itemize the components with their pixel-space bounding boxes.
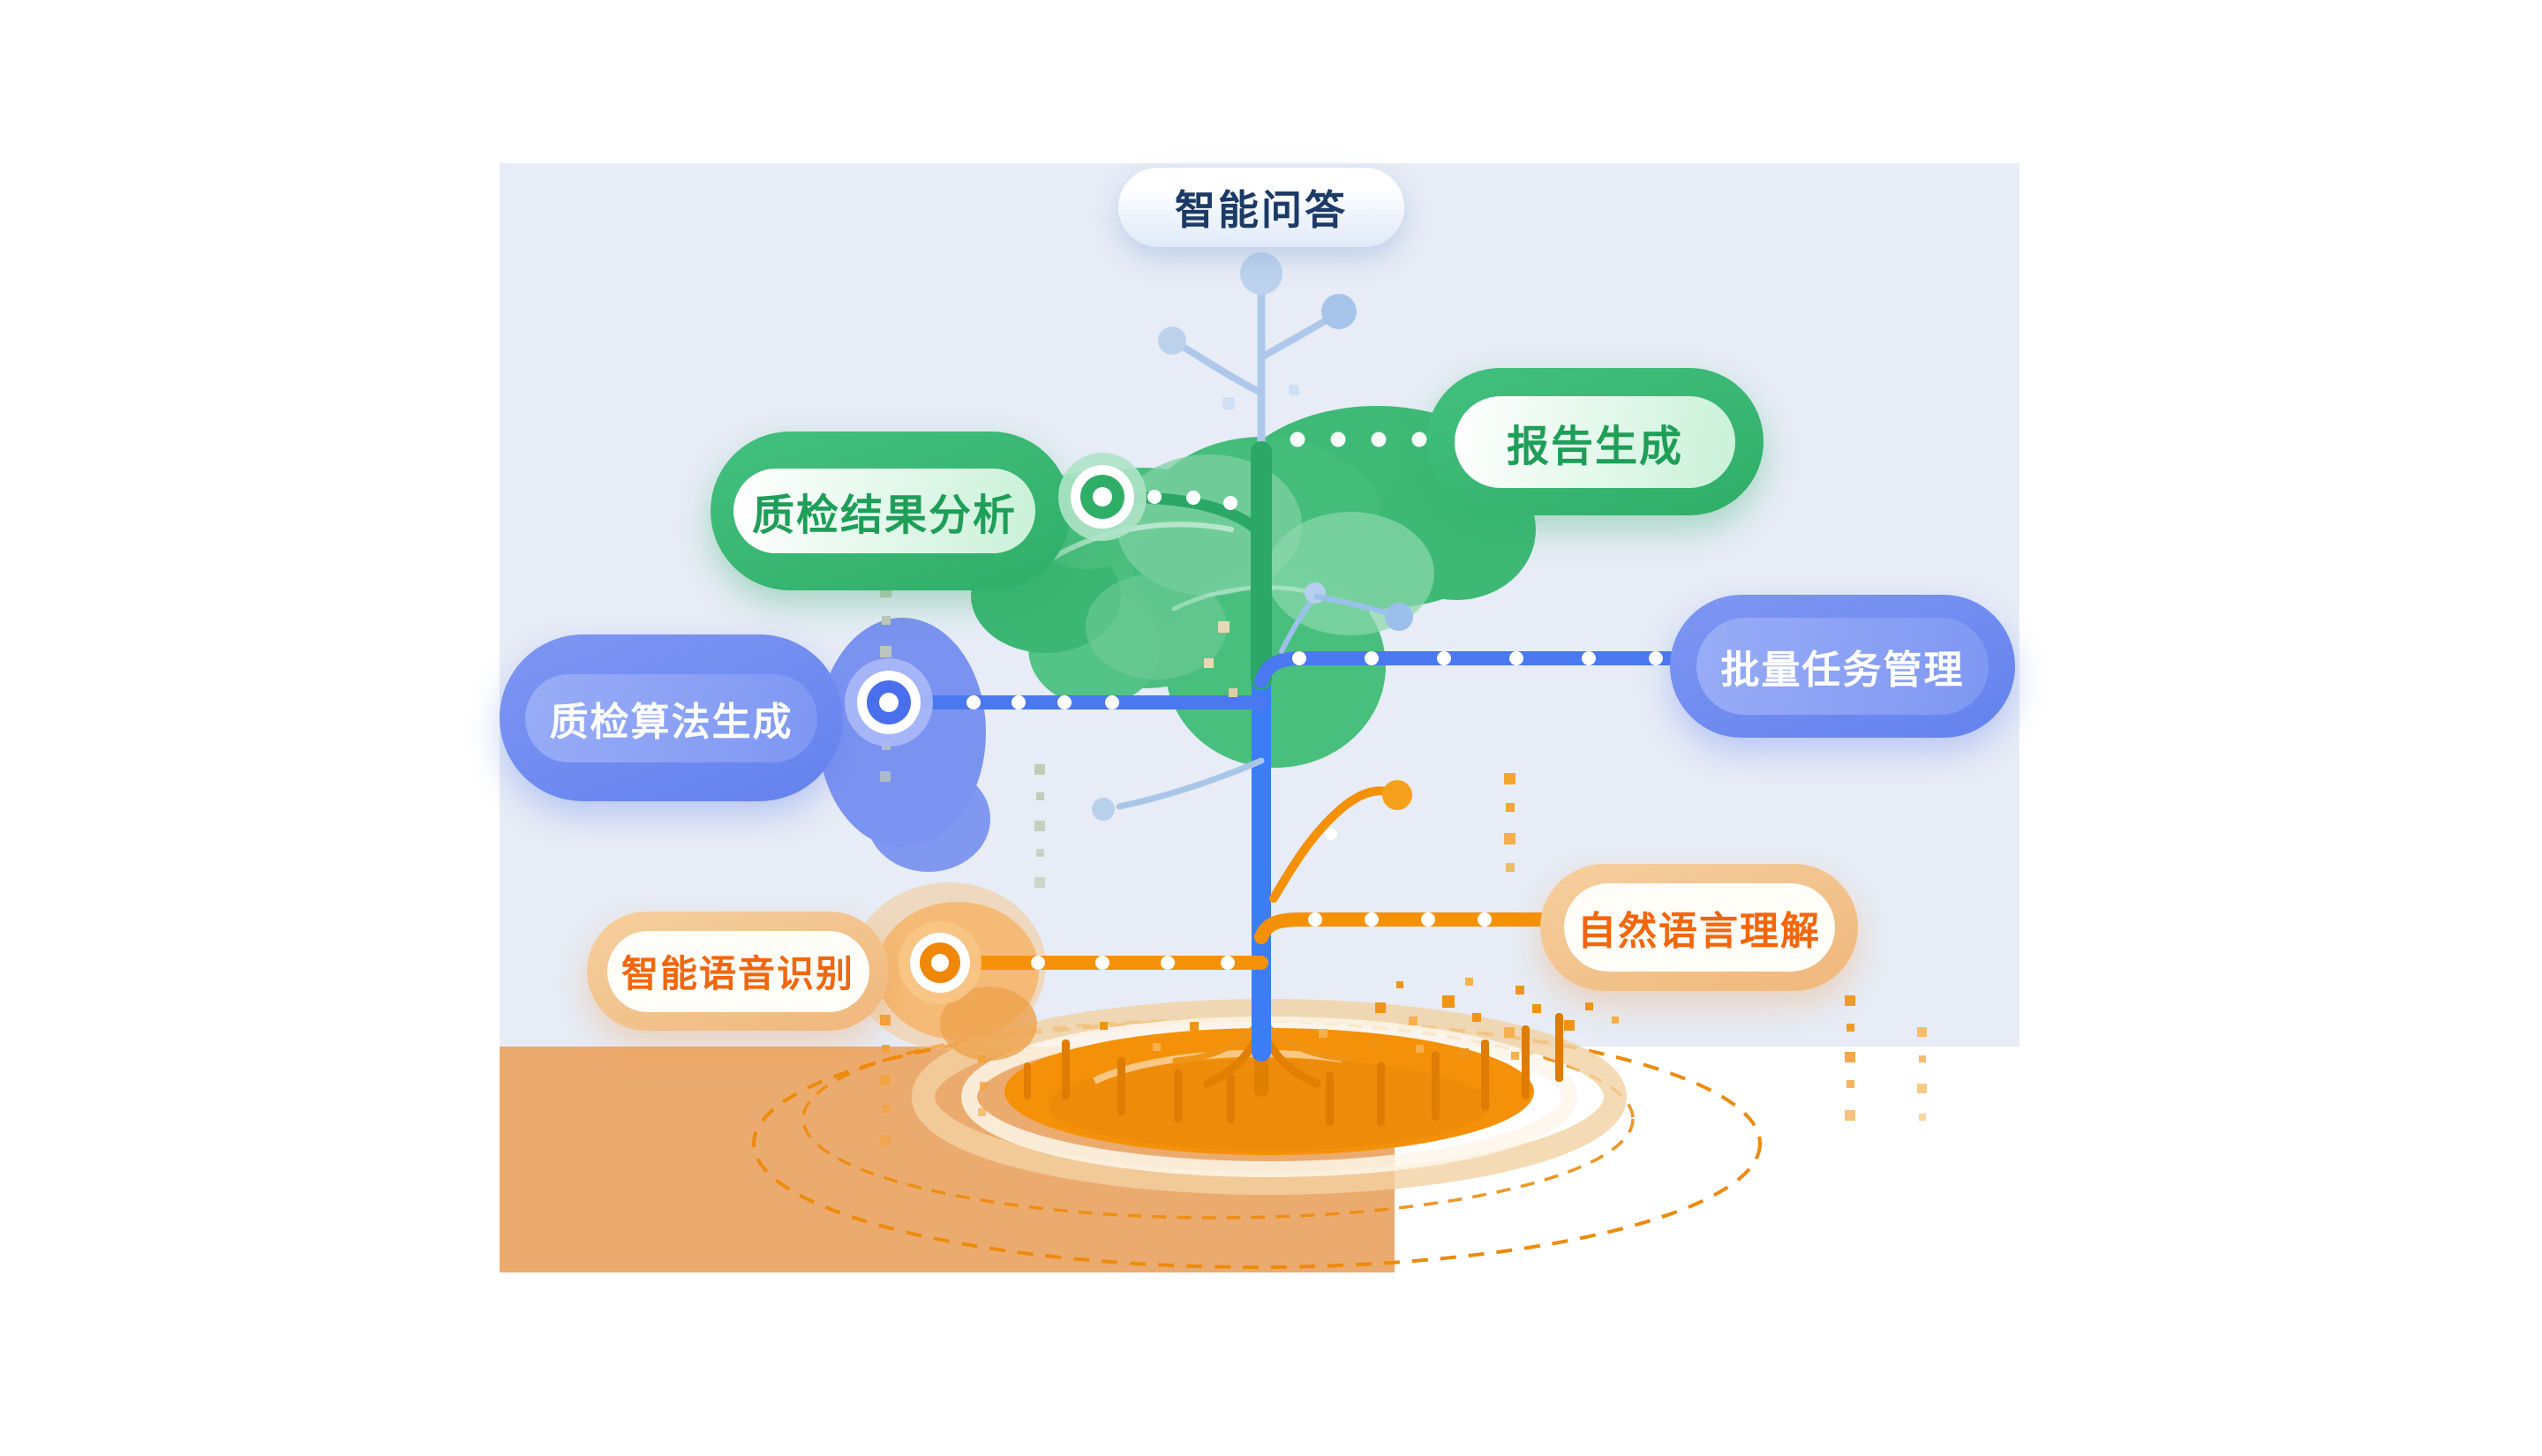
pill-inner-nlu: 自然语言理解 (1563, 883, 1835, 972)
capability-pill-qc-result-analysis: 质检结果分析 (711, 432, 1071, 590)
pill-inner-qc-result-analysis: 质检结果分析 (733, 469, 1035, 553)
pill-label-nlu: 自然语言理解 (1577, 909, 1821, 954)
capability-pill-batch-task-management: 批量任务管理 (1670, 595, 2015, 738)
capability-pill-intelligent-asr: 智能语音识别 (587, 912, 889, 1031)
capability-pill-qc-algorithm-generation: 质检算法生成 (500, 634, 843, 801)
pill-inner-batch-task-management: 批量任务管理 (1696, 618, 1989, 715)
capability-pill-nlu: 自然语言理解 (1540, 864, 1858, 991)
ground-block (500, 1047, 1395, 1272)
capability-pill-intelligent-qa: 智能问答 (1118, 168, 1404, 247)
pill-label-qc-algorithm-generation: 质检算法生成 (549, 699, 793, 745)
pill-label-qc-result-analysis: 质检结果分析 (751, 491, 1017, 540)
pill-label-batch-task-management: 批量任务管理 (1720, 648, 1965, 693)
pill-inner-report-generation: 报告生成 (1455, 395, 1735, 488)
pill-inner-intelligent-asr: 智能语音识别 (606, 930, 869, 1012)
pill-label-intelligent-asr: 智能语音识别 (620, 952, 854, 995)
pill-inner-qc-algorithm-generation: 质检算法生成 (525, 673, 817, 762)
pill-label-intelligent-qa: 智能问答 (1175, 186, 1348, 234)
pill-label-report-generation: 报告生成 (1506, 421, 1683, 471)
capability-pill-report-generation: 报告生成 (1426, 368, 1764, 515)
